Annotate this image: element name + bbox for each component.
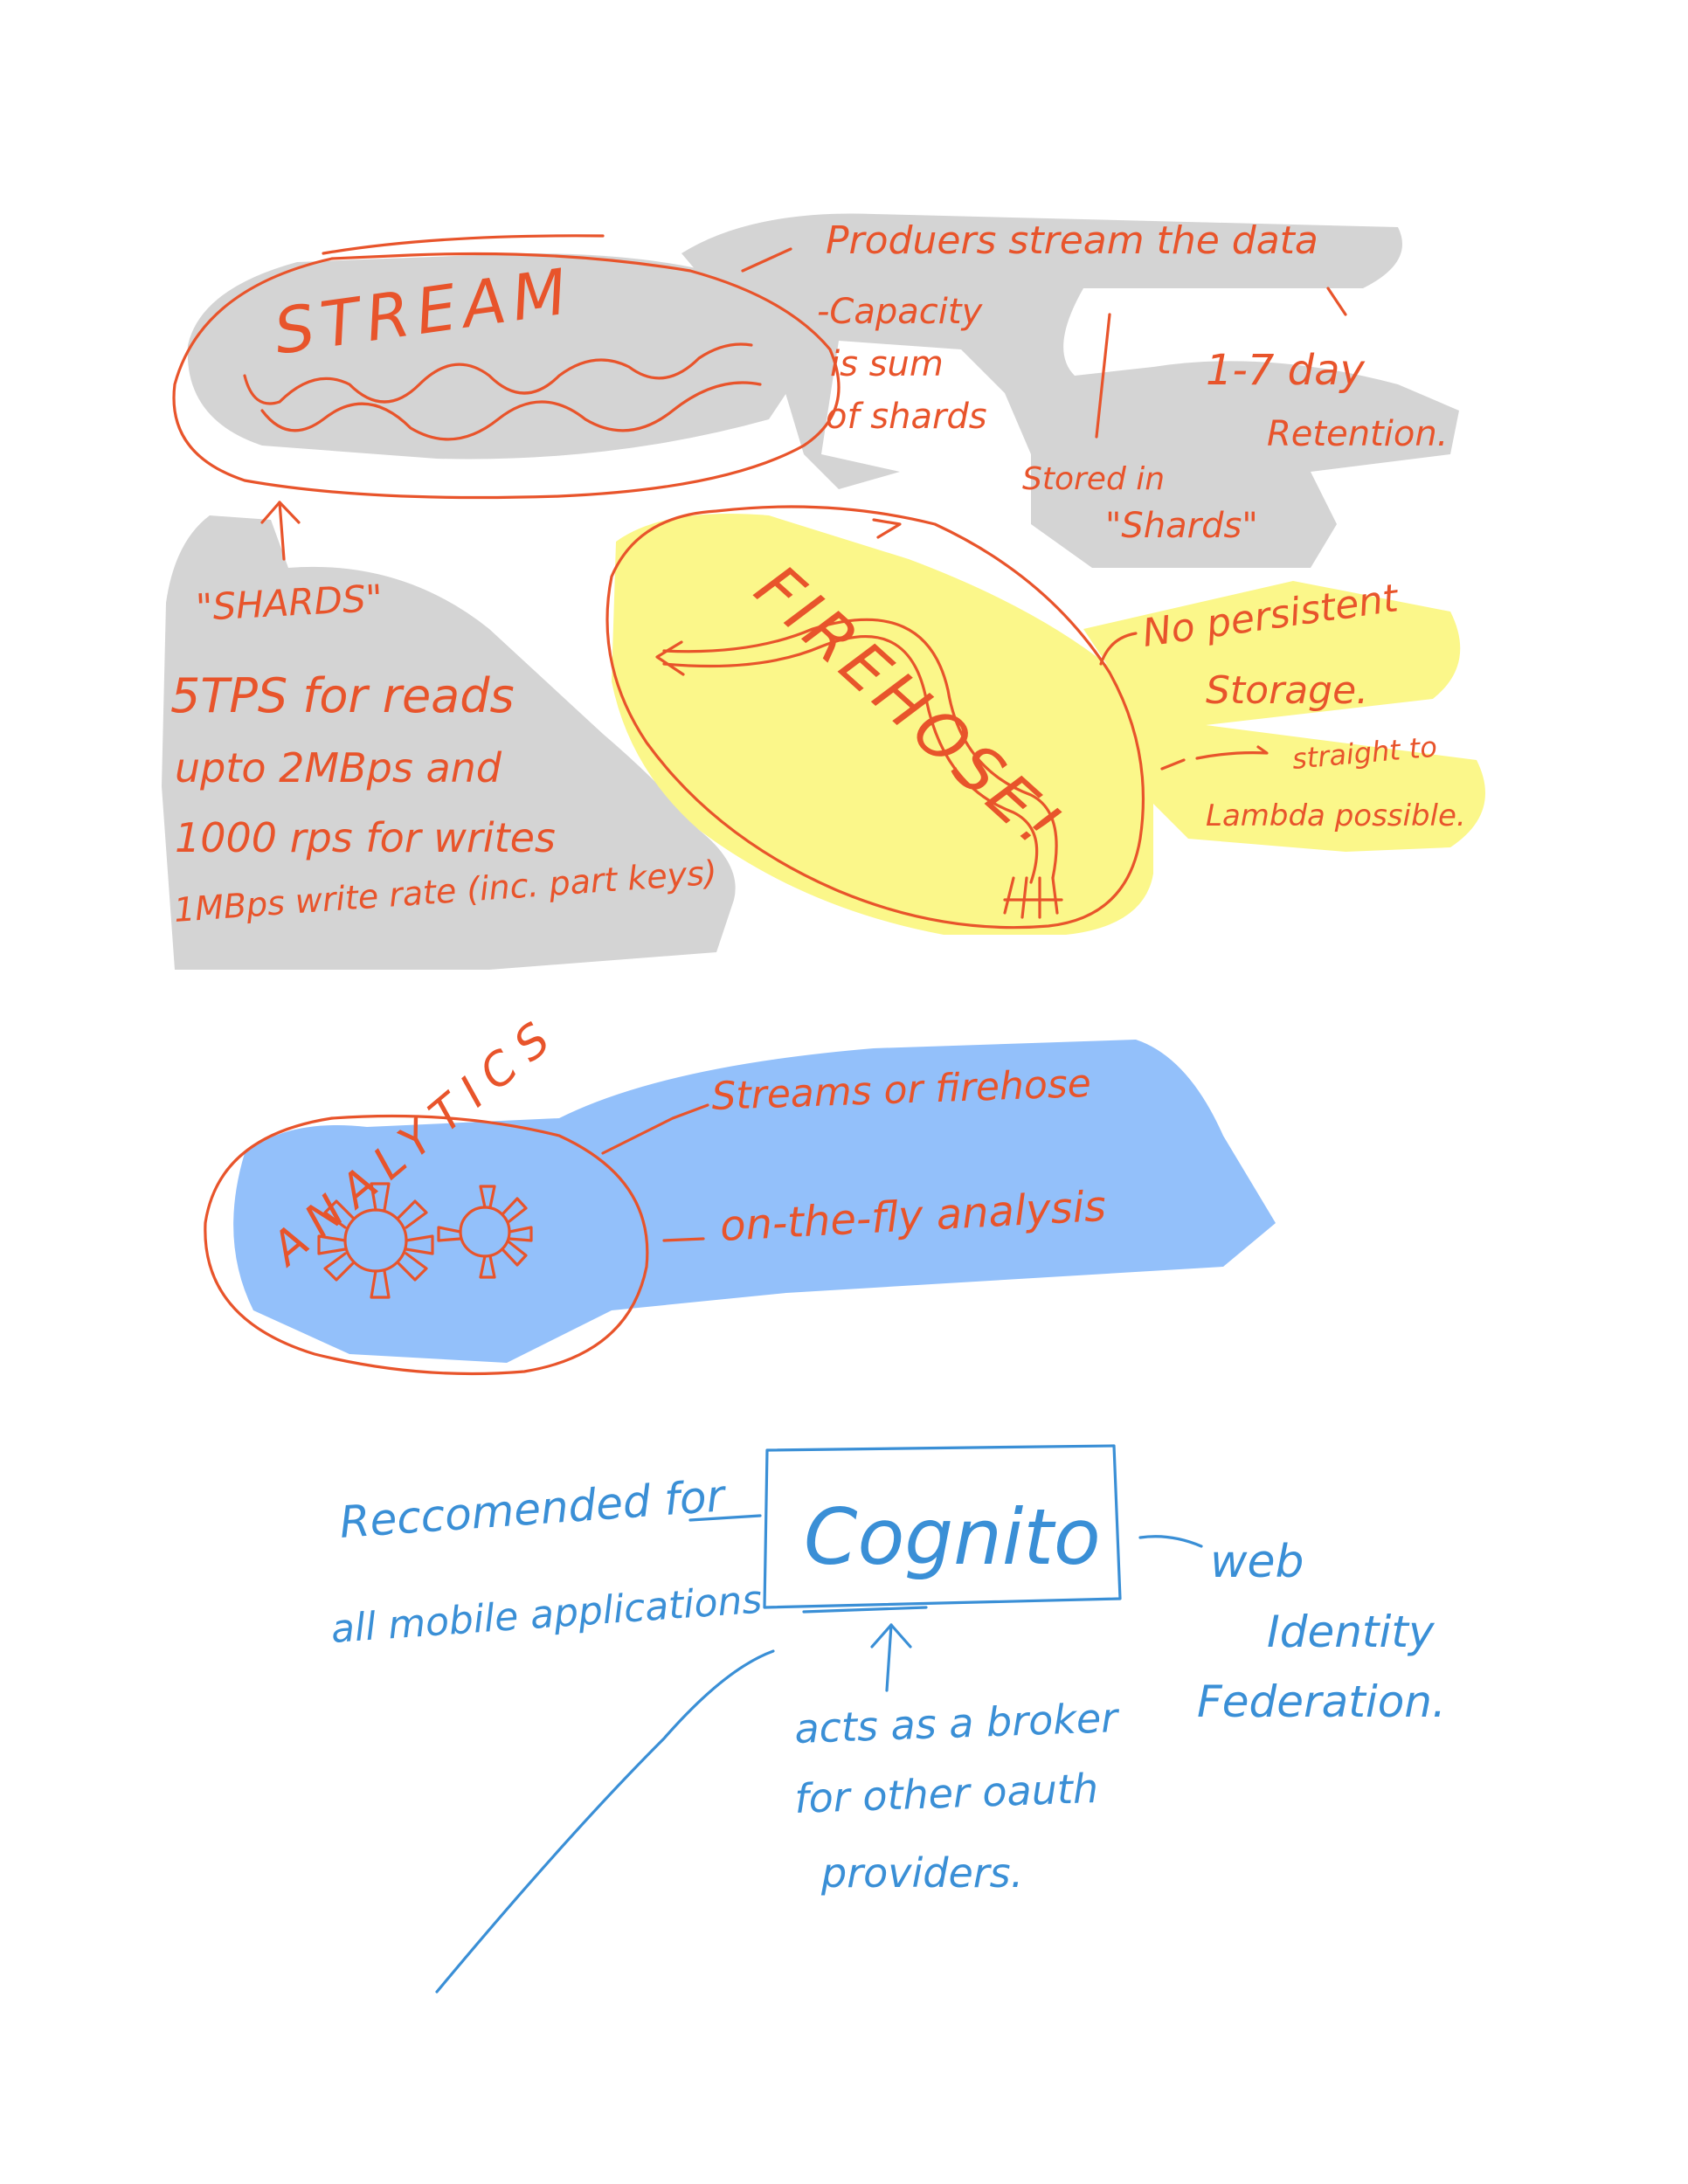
shards-title: "SHARDS" bbox=[195, 577, 384, 629]
stream-ellipse bbox=[172, 234, 841, 500]
long-diagonal-line bbox=[435, 1649, 775, 1994]
firehose-pointer-lines bbox=[1099, 632, 1269, 771]
shards-line-1: 5TPS for reads bbox=[170, 668, 515, 723]
stream-stored-1: Stored in bbox=[1022, 461, 1165, 497]
firehose-lambda-2: Lambda possible. bbox=[1206, 798, 1466, 833]
cognito-recommended-1: Reccomended for bbox=[338, 1470, 730, 1548]
firehose-ellipse bbox=[605, 505, 1145, 930]
up-arrow-icon-blue bbox=[870, 1623, 912, 1692]
gear-icon bbox=[317, 1182, 434, 1299]
stream-capacity-3: of shards bbox=[826, 397, 987, 437]
stream-capacity-1: -Capacity bbox=[817, 292, 984, 332]
up-arrow-icon bbox=[260, 501, 301, 561]
stream-producers: Produers stream the data bbox=[826, 218, 1318, 263]
cognito-recommended-2: all mobile applications bbox=[329, 1578, 764, 1652]
cognito-web: web bbox=[1210, 1536, 1304, 1588]
stream-retention-1: 1-7 day bbox=[1206, 346, 1366, 395]
stream-stored-2: "Shards" bbox=[1105, 506, 1258, 546]
cognito-pointer-lines bbox=[688, 1514, 1203, 1614]
cognito-identity: Identity bbox=[1267, 1607, 1435, 1657]
cognito-broker-1: acts as a broker bbox=[793, 1694, 1121, 1752]
stream-retention-2: Retention. bbox=[1267, 414, 1448, 454]
stream-capacity-2: is sum bbox=[830, 344, 944, 384]
yellow-highlight-firehose bbox=[612, 514, 1485, 935]
hose-icon bbox=[655, 618, 1063, 919]
cognito-broker-3: providers. bbox=[820, 1849, 1023, 1897]
analytics-ellipse bbox=[204, 1103, 709, 1376]
gear-icon-small bbox=[437, 1185, 533, 1279]
stream-pointer-lines bbox=[741, 247, 1347, 439]
cognito-title: Cognito bbox=[804, 1492, 1101, 1582]
cognito-box bbox=[763, 1444, 1122, 1609]
cognito-broker-2: for other oauth bbox=[793, 1765, 1098, 1822]
gray-highlight-shards bbox=[162, 515, 736, 970]
cognito-federation: Federation. bbox=[1197, 1676, 1446, 1727]
blue-highlight-analytics bbox=[233, 1040, 1276, 1363]
shards-line-3: 1000 rps for writes bbox=[175, 814, 556, 861]
shards-line-2: upto 2MBps and bbox=[175, 744, 502, 791]
firehose-no-persistent-2: Storage. bbox=[1206, 668, 1368, 713]
